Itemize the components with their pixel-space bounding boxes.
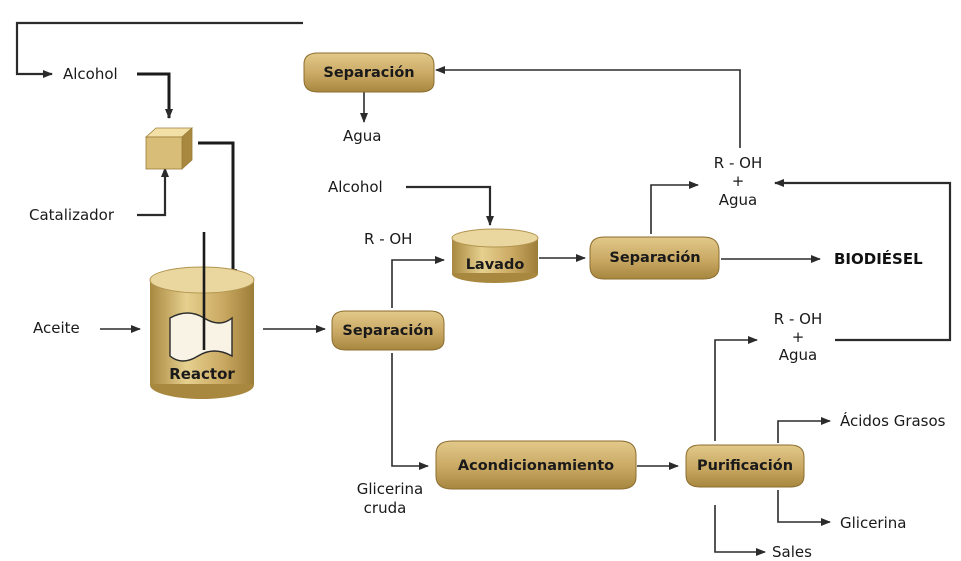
cylinder-reactor-icon [149, 232, 255, 399]
sales-label: Sales [772, 543, 812, 561]
catalizador-label: Catalizador [29, 206, 115, 224]
purif-to-sales-line [714, 505, 766, 556]
glicerina-label: Glicerina [840, 514, 906, 532]
alcohol-top-label: Alcohol [63, 65, 118, 83]
lavado-node[interactable] [451, 228, 539, 283]
purif-to-acidos-line [777, 417, 831, 443]
reactor-label: Reactor [169, 365, 235, 383]
roh-agua-top-line3: Agua [719, 191, 757, 209]
glicerina-cruda-line1: Glicerina [357, 480, 423, 498]
purificacion-node[interactable] [685, 444, 805, 488]
mixer-to-reactor-line [198, 141, 237, 279]
roh-agua-bottom-line3: Agua [779, 346, 817, 364]
roh-agua-bottom-line2: + [792, 328, 805, 346]
flow-lines [15, 21, 952, 556]
separacion-mid-label: Separación [609, 250, 700, 266]
acidos-grasos-label: Ácidos Grasos [840, 411, 946, 430]
alcohol-wash-label: Alcohol [328, 178, 383, 196]
separacion-top-label: Separación [323, 65, 414, 81]
glicerina-cruda: Glicerina cruda [357, 480, 423, 517]
separacion-mid-node[interactable] [589, 236, 720, 280]
recycle-alcohol-line [15, 21, 303, 78]
aceite-label: Aceite [33, 319, 80, 337]
separacion-main-node[interactable] [331, 310, 445, 351]
purif-to-roh-line [714, 336, 758, 441]
separacion-to-glicerina-line [391, 353, 429, 470]
roh-agua-top: R - OH + Agua [714, 154, 762, 209]
roh-agua-top-line2: + [732, 172, 745, 190]
purif-to-glicerina-line [777, 490, 831, 526]
roh-to-separacion-top-line [435, 66, 741, 148]
separacion-main-label: Separación [342, 323, 433, 339]
roh-agua-bottom-line1: R - OH [774, 310, 822, 328]
biodiesel-label: BIODIÉSEL [834, 249, 923, 268]
acondicionamiento-node[interactable] [435, 440, 637, 490]
glicerina-cruda-line2: cruda [364, 499, 407, 517]
separacion-to-lavado-line [391, 256, 445, 308]
agua-label: Agua [343, 127, 381, 145]
acondicionamiento-label: Acondicionamiento [458, 458, 614, 474]
lavado-label: Lavado [466, 257, 525, 273]
purificacion-label: Purificación [697, 458, 793, 474]
roh-agua-bottom: R - OH + Agua [774, 310, 822, 364]
separacion-to-roh-line [650, 181, 699, 234]
catalizador-to-mixer-line [137, 167, 169, 217]
alcohol-to-mixer-line [137, 72, 173, 119]
separacion-top-node[interactable] [303, 52, 435, 93]
roh-agua-top-line1: R - OH [714, 154, 762, 172]
roh-wash-label: R - OH [364, 230, 412, 248]
cube-mixer-icon [144, 127, 194, 170]
alcohol-to-lavado-line [406, 185, 494, 226]
roh-recycle-line [774, 179, 952, 342]
